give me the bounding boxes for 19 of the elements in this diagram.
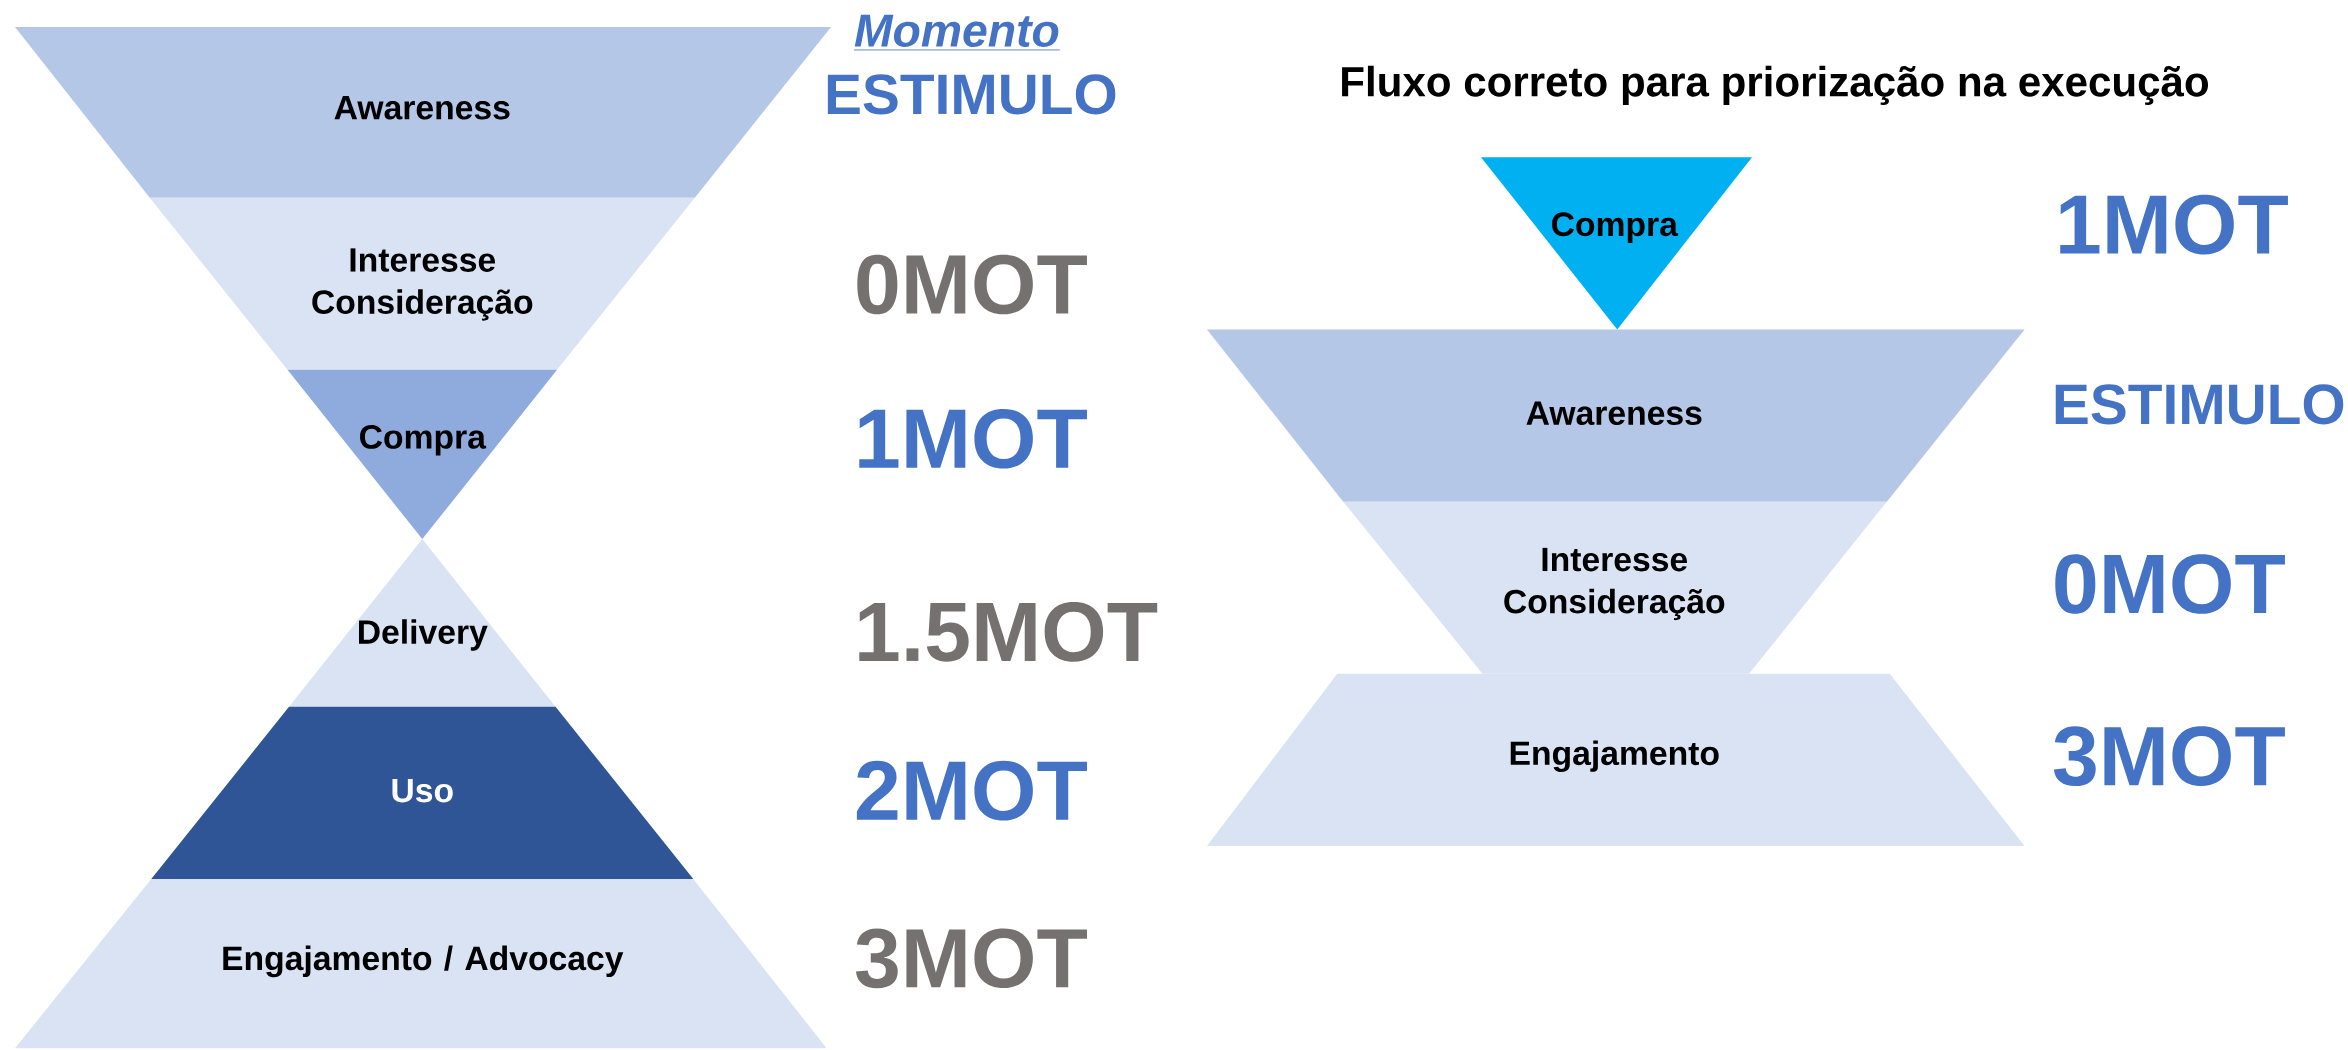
funnel-segment: Interesse Consideração <box>1343 501 1887 674</box>
moment-label: 0MOT <box>857 254 1087 315</box>
funnel-segment: Interesse Consideração <box>149 197 695 370</box>
moment-label: 0MOT <box>2055 554 2285 614</box>
funnel-segment: Compra <box>287 370 558 540</box>
funnel-segment: Compra <box>1481 157 1753 330</box>
funnel-segment: Engajamento <box>1206 674 2025 847</box>
title: Fluxo correto para priorização na execução <box>1342 65 2208 106</box>
funnel-segment: Engajamento / Advocacy <box>15 879 827 1049</box>
moment-label: 1MOT <box>2060 194 2288 255</box>
moment-label: 3MOT <box>855 928 1087 989</box>
funnel-segment: Awareness <box>1206 329 2025 502</box>
funnel-segment: Delivery <box>289 539 556 707</box>
moment-heading: Momento <box>853 14 1061 51</box>
moment-label: 1MOT <box>859 409 1087 469</box>
moment-label: 2MOT <box>856 761 1087 821</box>
moment-label: 1.5MOT <box>859 602 1158 662</box>
funnel-segment: Uso <box>151 706 694 880</box>
moment-label: 3MOT <box>2053 726 2285 787</box>
